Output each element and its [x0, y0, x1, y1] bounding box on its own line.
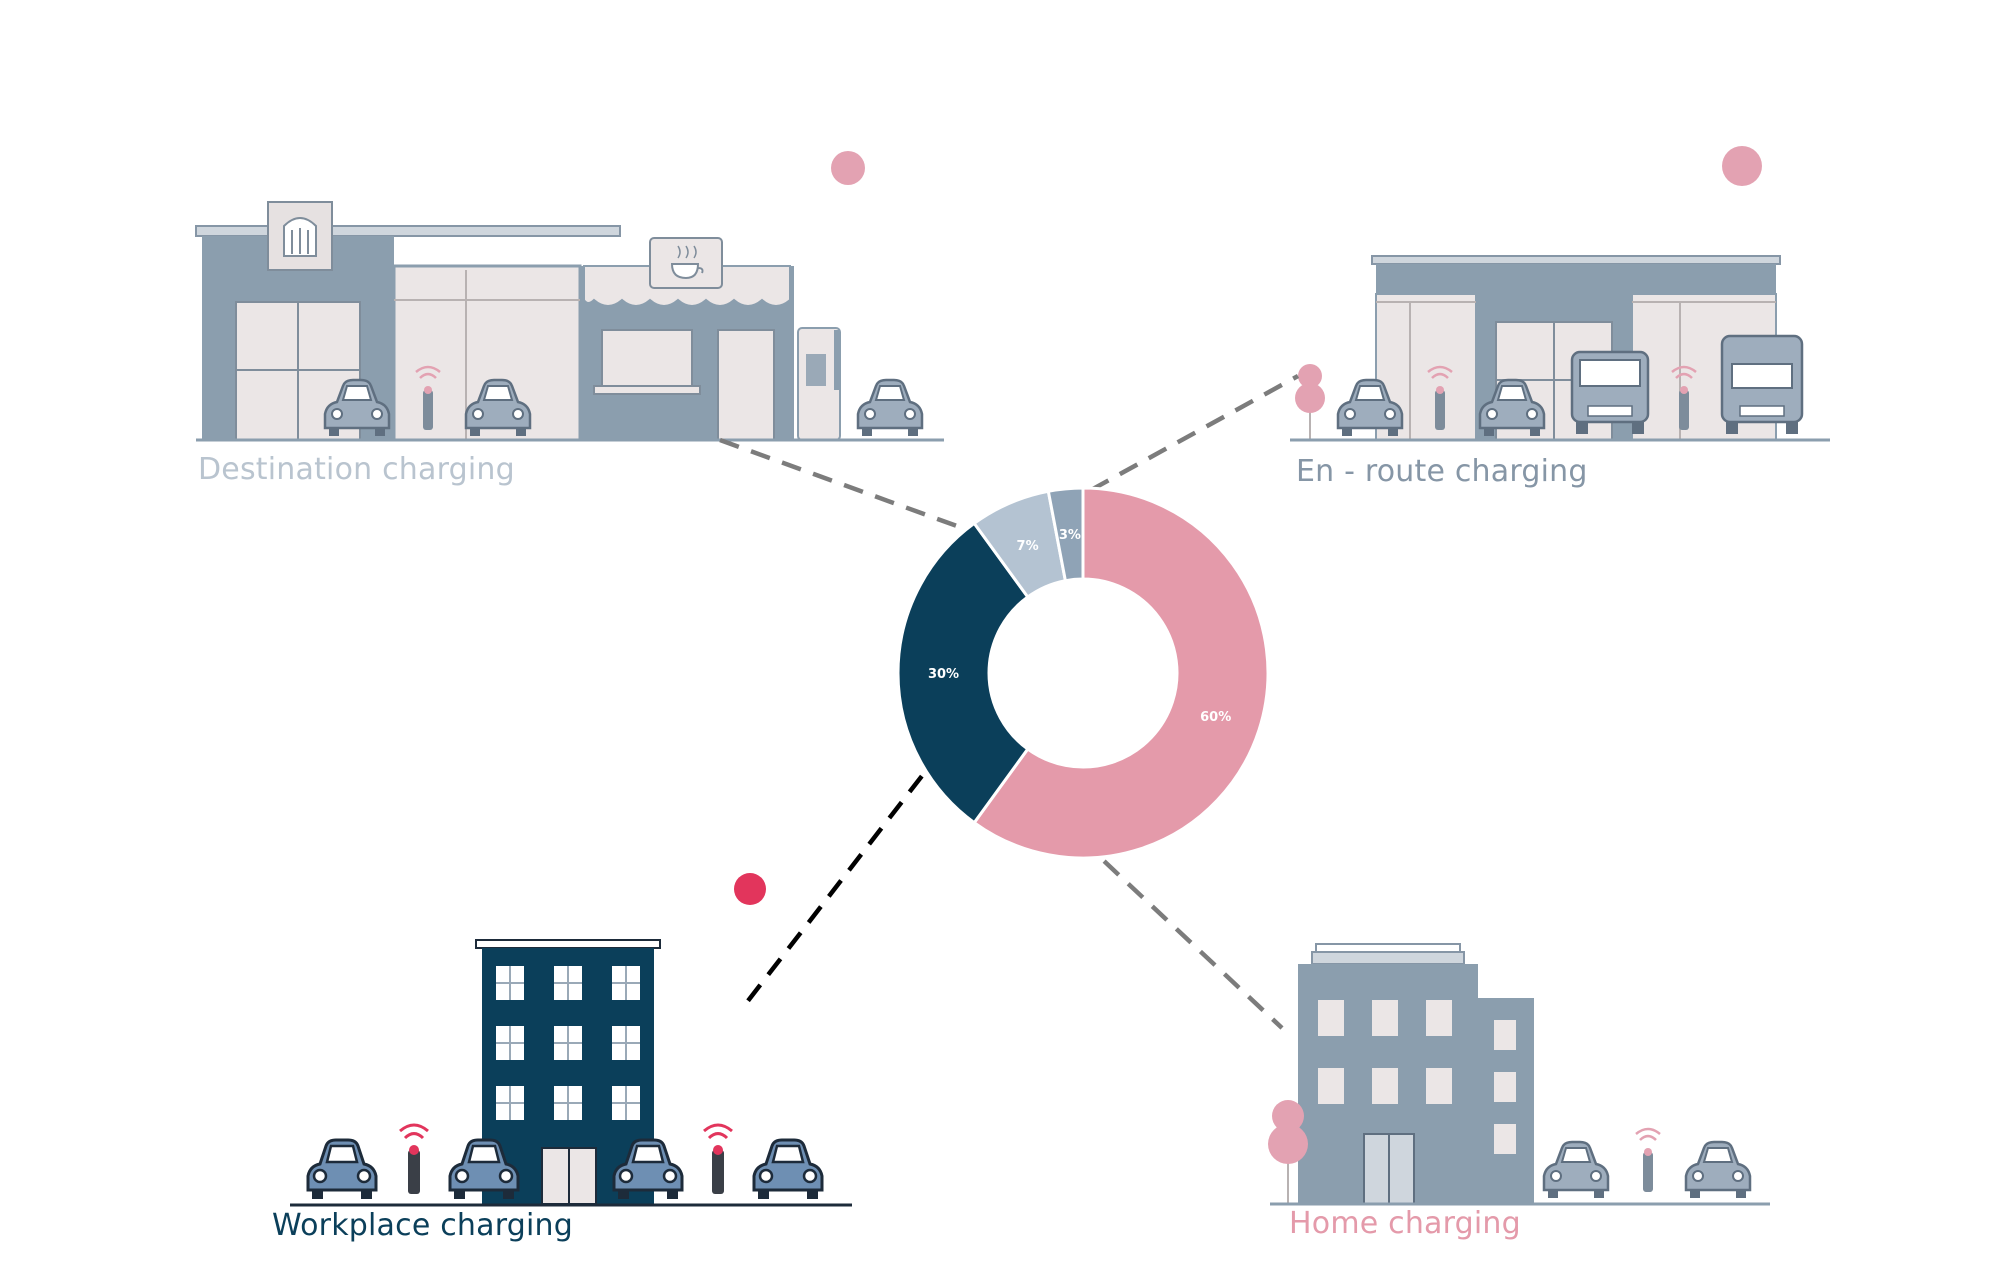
donut-slice-label-0: 60%	[1200, 710, 1231, 725]
donut-slice-label-1: 30%	[928, 667, 959, 682]
marker-dot-enroute	[1722, 146, 1762, 186]
connector-destination	[719, 437, 1013, 549]
marker-dot-workplace	[734, 873, 766, 905]
donut-slice-label-2: 7%	[1017, 539, 1039, 554]
home-illustration	[1268, 943, 1770, 1206]
enroute-charging-label: En - route charging	[1296, 454, 1588, 489]
enroute-illustration	[1290, 255, 1830, 442]
destination-charging-label: Destination charging	[198, 452, 515, 487]
connector-enroute	[1060, 374, 1300, 508]
donut-chart: 60% 30% 7% 3%	[896, 486, 1270, 860]
donut-slice-label-3: 3%	[1059, 528, 1081, 543]
workplace-charging-label: Workplace charging	[272, 1208, 573, 1243]
donut-slice-3	[1046, 486, 1085, 583]
donut-slice-0	[972, 486, 1270, 860]
home-charging-label: Home charging	[1289, 1206, 1521, 1241]
destination-illustration	[195, 201, 944, 442]
donut-slice-1	[896, 521, 1030, 825]
workplace-illustration	[290, 939, 852, 1207]
connector-workplace	[742, 748, 944, 1008]
marker-dot-destination	[831, 151, 865, 185]
